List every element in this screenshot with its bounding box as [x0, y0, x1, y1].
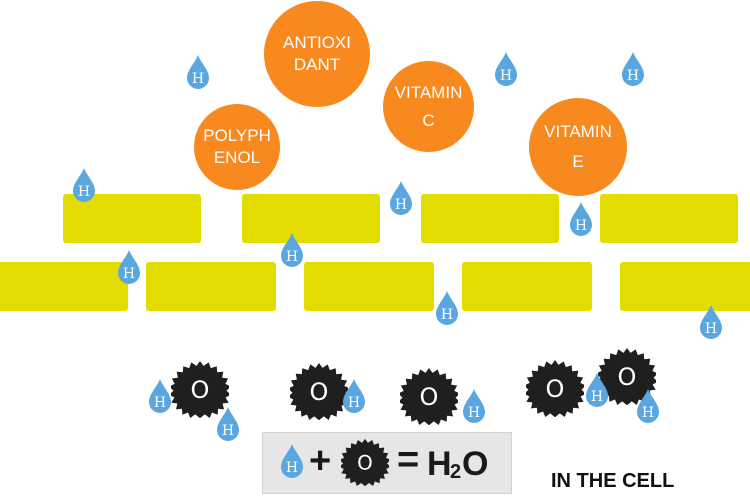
hydrogen-drop-icon: H — [388, 180, 414, 216]
equals-sign: = — [397, 439, 420, 481]
hydrogen-symbol: H — [123, 266, 135, 282]
antioxidant-label-line-2: DANT — [293, 55, 341, 74]
vitamin-c-label-line-2: C — [422, 110, 435, 130]
vitamin-e-label-line-2: E — [572, 152, 584, 171]
polyphenol-circle: POLYPH ENOL — [194, 104, 280, 190]
hydrogen-symbol: H — [286, 249, 298, 265]
hydrogen-symbol: H — [591, 389, 603, 405]
hydrogen-symbol: H — [441, 307, 453, 323]
water-formula-h: H — [427, 445, 452, 483]
cell-wall-brick — [304, 262, 434, 311]
cell-wall-brick — [0, 262, 128, 311]
in-the-cell-label: IN THE CELL — [551, 470, 675, 492]
cell-wall-brick — [63, 194, 201, 243]
antioxidant-label-line-1: ANTIOXI — [282, 33, 351, 52]
hydrogen-symbol: H — [468, 405, 480, 421]
hydrogen-drop-icon: H — [185, 54, 211, 90]
cell-wall-brick — [600, 194, 738, 243]
hydrogen-symbol: H — [222, 423, 234, 439]
hydrogen-symbol: H — [348, 395, 360, 411]
vitamin-e-label-line-1: VITAMIN — [544, 122, 612, 141]
hydrogen-drop-icon: H — [147, 378, 173, 414]
hydrogen-drop-icon: H — [434, 290, 460, 326]
oxygen-symbol: O — [420, 383, 439, 411]
oxygen-symbol: O — [310, 378, 329, 406]
water-formula-subscript: 2 — [450, 461, 462, 483]
hydrogen-symbol: H — [705, 321, 717, 337]
oxygen-radical-icon: O — [171, 360, 229, 418]
cell-wall-brick — [146, 262, 276, 311]
oxygen-symbol: O — [191, 376, 210, 404]
hydrogen-drop-icon: H — [698, 304, 724, 340]
hydrogen-drop-icon: H — [279, 232, 305, 268]
vitamin-c-label-line-1: VITAMIN — [394, 82, 463, 102]
oxygen-radical-icon: O — [526, 359, 584, 417]
hydrogen-symbol: H — [192, 71, 204, 87]
hydrogen-symbol: H — [642, 405, 654, 421]
hydrogen-drop-icon: H — [635, 388, 661, 424]
equation-panel: H + O = H 2 O — [262, 432, 512, 494]
hydrogen-symbol: H — [154, 395, 166, 411]
hydrogen-drop-icon: H — [71, 167, 97, 203]
hydrogen-drop-icon: H — [461, 388, 487, 424]
cell-wall-brick — [620, 262, 750, 311]
oxygen-radical-icon: O — [598, 347, 656, 405]
hydrogen-drop-icon: H — [620, 51, 646, 87]
hydrogen-drop-icon: H — [568, 201, 594, 237]
hydrogen-drop-icon: H — [493, 51, 519, 87]
oxygen-radical-icon: O — [290, 362, 348, 420]
hydrogen-symbol: H — [500, 68, 512, 84]
hydrogen-symbol: H — [78, 184, 90, 200]
cell-wall-brick — [462, 262, 592, 311]
oxygen-radical-icon: O — [400, 367, 458, 425]
hydrogen-symbol: H — [395, 197, 407, 213]
cell-wall-brick — [242, 194, 380, 243]
plus-sign: + — [309, 440, 332, 482]
hydrogen-symbol: H — [627, 68, 639, 84]
oxygen-symbol: O — [357, 451, 373, 474]
hydrogen-symbol: H — [575, 218, 587, 234]
hydrogen-drop-icon: H — [116, 249, 142, 285]
antioxidant-circle: ANTIOXI DANT — [264, 1, 370, 107]
oxygen-radical-icon: O — [341, 438, 389, 486]
hydrogen-drop-icon: H — [584, 372, 610, 408]
hydrogen-symbol: H — [286, 460, 298, 476]
hydrogen-drop-icon: H — [279, 443, 305, 479]
oxygen-symbol: O — [546, 375, 565, 403]
oxygen-symbol: O — [618, 363, 637, 391]
vitamin-e-circle: VITAMIN E — [529, 98, 627, 196]
water-formula-o: O — [462, 445, 489, 483]
polyphenol-label-line-1: POLYPH — [203, 126, 271, 145]
hydrogen-drop-icon: H — [341, 378, 367, 414]
vitamin-c-circle: VITAMIN C — [383, 61, 474, 152]
cell-wall-brick — [421, 194, 559, 243]
hydrogen-drop-icon: H — [215, 406, 241, 442]
polyphenol-label-line-2: ENOL — [213, 148, 261, 167]
